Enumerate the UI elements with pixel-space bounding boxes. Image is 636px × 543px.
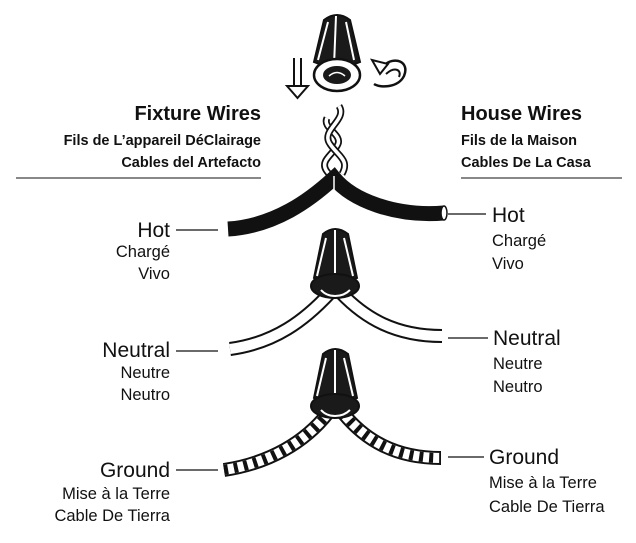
left-ground-fr: Mise à la Terre xyxy=(62,485,170,503)
right-neutral-fr: Neutre xyxy=(493,355,543,373)
left-ground-es: Cable De Tierra xyxy=(54,507,170,525)
ground-wire-nut-icon xyxy=(310,348,360,419)
left-neutral-label: Neutral xyxy=(102,339,170,362)
right-hot-label: Hot xyxy=(492,204,525,227)
right-ground-fr: Mise à la Terre xyxy=(489,474,597,492)
left-neutral-es: Neutro xyxy=(120,386,170,404)
leader-lines xyxy=(176,213,488,471)
right-neutral-es: Neutro xyxy=(493,378,543,396)
left-hot-es: Vivo xyxy=(138,265,170,283)
right-neutral-label: Neutral xyxy=(493,327,561,350)
left-neutral-fr: Neutre xyxy=(120,364,170,382)
down-arrow-icon xyxy=(284,58,311,100)
ground-wire-pair xyxy=(222,348,442,477)
left-hot-fr: Chargé xyxy=(115,243,170,261)
neutral-wire-nut-icon xyxy=(310,228,360,299)
left-ground-label: Ground xyxy=(99,459,170,482)
fixture-subtitle-fr: Fils de L’appareil DéClairage xyxy=(63,133,261,149)
top-wire-nut-icon xyxy=(312,14,362,93)
fixture-title: Fixture Wires xyxy=(134,103,261,125)
right-ground-es: Cable De Tierra xyxy=(489,498,605,516)
house-title: House Wires xyxy=(461,103,582,125)
right-hot-fr: Chargé xyxy=(492,232,547,250)
neutral-wire-pair xyxy=(228,228,443,356)
right-ground-label: Ground xyxy=(489,446,560,469)
left-hot-label: Hot xyxy=(137,219,170,242)
house-subtitle-es: Cables De La Casa xyxy=(461,155,591,171)
twist-arrow-icon xyxy=(369,58,407,88)
right-hot-es: Vivo xyxy=(492,255,524,273)
hot-wire-pair xyxy=(227,104,448,237)
house-subtitle-fr: Fils de la Maison xyxy=(461,133,578,149)
fixture-subtitle-es: Cables del Artefacto xyxy=(121,155,261,171)
